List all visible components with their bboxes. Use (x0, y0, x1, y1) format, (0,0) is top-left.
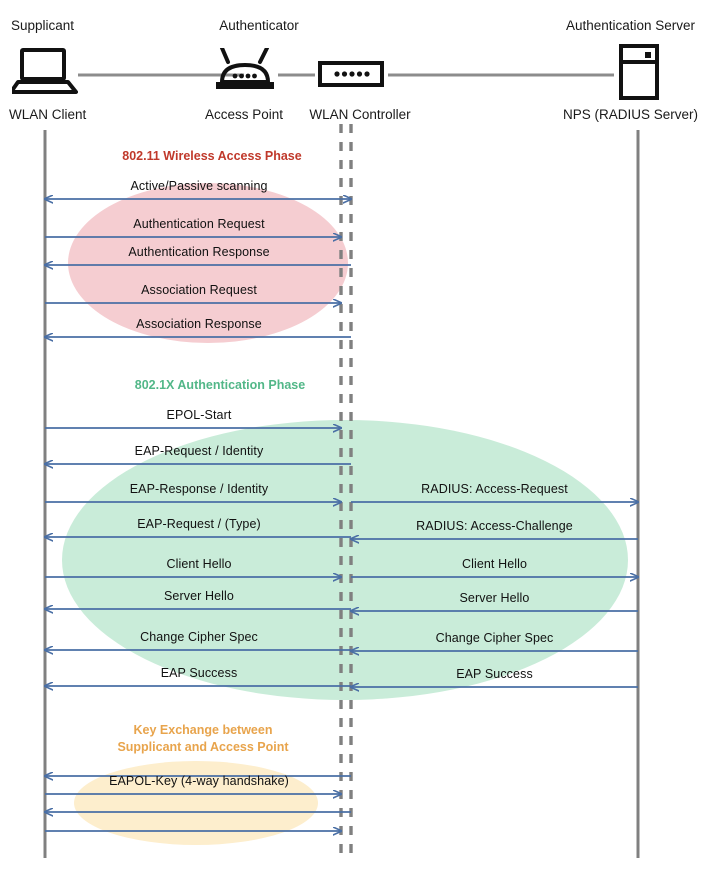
actor-device-wlan-controller: WLAN Controller (309, 107, 411, 122)
message-label-left-14: EAPOL-Key (4-way handshake) (109, 774, 289, 788)
message-label-right-3: Server Hello (459, 591, 530, 605)
message-label-left-5: EPOL-Start (166, 408, 232, 422)
phase-label-802-11: 802.11 Wireless Access Phase (62, 148, 362, 165)
actor-role-supplicant: Supplicant (11, 18, 75, 33)
message-label-right-2: Client Hello (461, 557, 528, 571)
message-label-right-0: RADIUS: Access-Request (421, 482, 568, 496)
phase-label-line: 802.11 Wireless Access Phase (122, 149, 302, 163)
message-label-left-10: Server Hello (164, 589, 234, 603)
message-label-left-4: Association Response (136, 317, 262, 331)
actor-device-wlan-client: WLAN Client (9, 107, 87, 122)
message-label-right-4: Change Cipher Spec (435, 631, 554, 645)
actor-role-authenticator: Authenticator (219, 18, 299, 33)
message-label-left-3: Association Request (141, 283, 257, 297)
message-label-left-6: EAP-Request / Identity (134, 444, 264, 458)
message-label-left-7: EAP-Response / Identity (129, 482, 269, 496)
phase-label-802-1x: 802.1X Authentication Phase (70, 377, 370, 394)
message-label-right-1: RADIUS: Access-Challenge (416, 519, 573, 533)
message-label-left-12: EAP Success (160, 666, 238, 680)
message-label-left-0: Active/Passive scanning (130, 179, 268, 193)
message-label-left-1: Authentication Request (133, 217, 265, 231)
message-label-left-8: EAP-Request / (Type) (137, 517, 261, 531)
actor-device-nps-radius: NPS (RADIUS Server) (562, 107, 699, 122)
phase-label-line: Supplicant and Access Point (117, 740, 289, 754)
phase-label-line: Key Exchange between (133, 723, 273, 737)
message-label-right-5: EAP Success (456, 667, 533, 681)
actor-device-access-point: Access Point (204, 107, 284, 122)
message-label-left-9: Client Hello (166, 557, 232, 571)
message-label-left-2: Authentication Response (128, 245, 270, 259)
phase-label-line: 802.1X Authentication Phase (134, 378, 306, 392)
actor-role-auth-server: Authentication Server (565, 18, 696, 33)
message-label-left-11: Change Cipher Spec (140, 630, 258, 644)
